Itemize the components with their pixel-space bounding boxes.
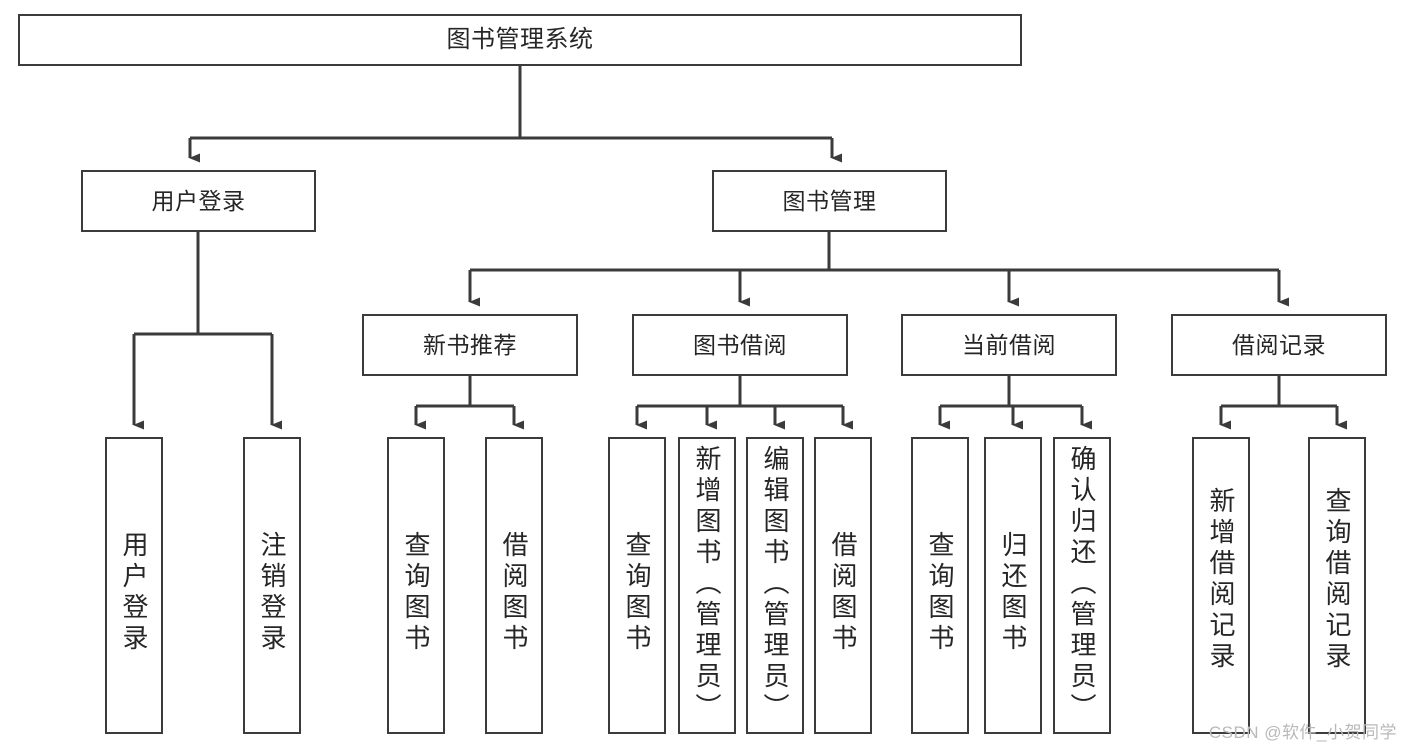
- node-new-book-recommend[interactable]: 新书推荐: [362, 314, 578, 376]
- node-leaf-user-login[interactable]: 用户登录: [105, 437, 163, 734]
- node-leaf-query-book-cur[interactable]: 查询图书: [911, 437, 969, 734]
- node-root-label: 图书管理系统: [446, 26, 594, 54]
- node-user-login-label: 用户登录: [151, 187, 246, 214]
- node-leaf-confirm-return[interactable]: 确认归还（管理员）: [1053, 437, 1111, 734]
- node-leaf-borrow-book-label: 借阅图书: [828, 531, 858, 655]
- node-root[interactable]: 图书管理系统: [18, 14, 1022, 66]
- node-book-borrow-label: 图书借阅: [693, 331, 787, 358]
- node-borrow-record[interactable]: 借阅记录: [1171, 314, 1387, 376]
- node-leaf-return-book-label: 归还图书: [998, 531, 1028, 655]
- csdn-watermark: CSDN @软件_小贺同学: [1208, 723, 1397, 742]
- node-leaf-add-book-label: 新增图书（管理员）: [692, 445, 722, 724]
- node-leaf-return-book[interactable]: 归还图书: [984, 437, 1042, 734]
- node-leaf-borrow-book-rec[interactable]: 借阅图书: [485, 437, 543, 734]
- node-leaf-borrow-book[interactable]: 借阅图书: [814, 437, 872, 734]
- node-leaf-add-book[interactable]: 新增图书（管理员）: [678, 437, 736, 734]
- node-leaf-borrow-book-rec-label: 借阅图书: [499, 531, 529, 655]
- node-leaf-query-book-borrow-label: 查询图书: [622, 531, 652, 655]
- node-current-borrow-label: 当前借阅: [962, 331, 1056, 358]
- node-current-borrow[interactable]: 当前借阅: [901, 314, 1117, 376]
- node-leaf-confirm-return-label: 确认归还（管理员）: [1067, 445, 1097, 724]
- node-leaf-add-borrow-record-label: 新增借阅记录: [1206, 487, 1236, 673]
- node-user-login[interactable]: 用户登录: [81, 170, 316, 232]
- node-leaf-logout-login[interactable]: 注销登录: [243, 437, 301, 734]
- node-leaf-edit-book[interactable]: 编辑图书（管理员）: [746, 437, 804, 734]
- node-leaf-user-login-label: 用户登录: [119, 531, 149, 655]
- node-leaf-query-book-borrow[interactable]: 查询图书: [608, 437, 666, 734]
- node-leaf-logout-login-label: 注销登录: [257, 531, 287, 655]
- node-new-book-recommend-label: 新书推荐: [423, 331, 517, 358]
- node-book-manage[interactable]: 图书管理: [712, 170, 947, 232]
- node-leaf-add-borrow-record[interactable]: 新增借阅记录: [1192, 437, 1250, 734]
- node-leaf-query-book-rec[interactable]: 查询图书: [387, 437, 445, 734]
- node-leaf-query-borrow-record-label: 查询借阅记录: [1322, 487, 1352, 673]
- node-leaf-query-book-cur-label: 查询图书: [925, 531, 955, 655]
- node-borrow-record-label: 借阅记录: [1232, 331, 1326, 358]
- node-book-borrow[interactable]: 图书借阅: [632, 314, 848, 376]
- node-leaf-query-borrow-record[interactable]: 查询借阅记录: [1308, 437, 1366, 734]
- node-leaf-query-book-rec-label: 查询图书: [401, 531, 431, 655]
- node-leaf-edit-book-label: 编辑图书（管理员）: [760, 445, 790, 724]
- node-book-manage-label: 图书管理: [782, 187, 877, 214]
